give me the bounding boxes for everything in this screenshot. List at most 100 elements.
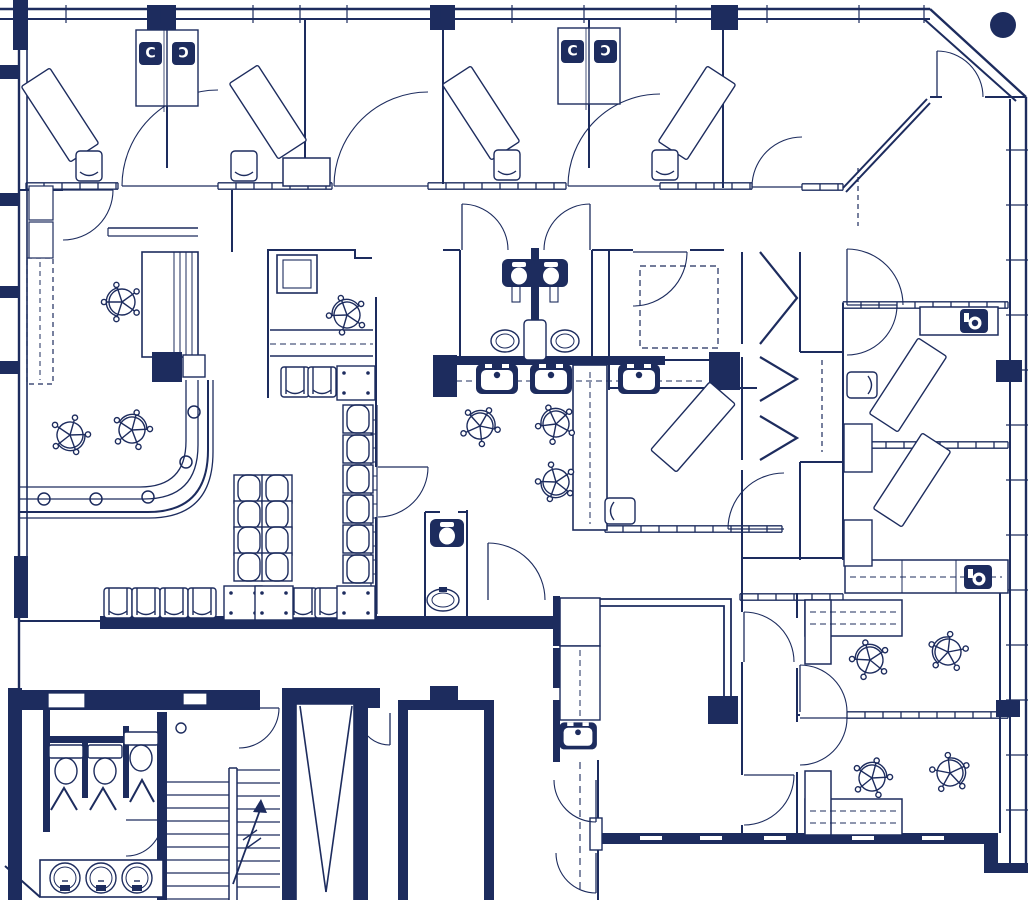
tank-toilet [123, 731, 159, 772]
panel-lines [173, 252, 193, 357]
stall-wall [49, 736, 129, 743]
window-dash [764, 836, 786, 840]
window-dash [922, 836, 944, 840]
door-corner-room-swing [936, 50, 984, 98]
screen-partition [600, 598, 732, 698]
door-restroom-swing [487, 542, 546, 601]
door-exam-swing [751, 136, 803, 188]
door-corridor-core [553, 779, 597, 823]
diagonal-wall [842, 98, 928, 189]
wall-fin [0, 286, 20, 298]
mech-wall [484, 700, 494, 900]
counter-sink [476, 364, 518, 394]
wall-fin [0, 65, 20, 79]
stacked-chair [233, 552, 265, 582]
desk-box [182, 354, 206, 378]
block [708, 696, 738, 724]
grommet [187, 405, 201, 419]
corner-table [336, 365, 376, 401]
mech-wall [398, 700, 408, 900]
door-office-swing [799, 717, 848, 766]
stall-door-vee [89, 786, 117, 811]
stacked-chair [261, 526, 293, 556]
door-elev-lobby-swing [357, 712, 391, 746]
stacked-chair [261, 552, 293, 582]
door-lab [727, 472, 785, 530]
round-sink [85, 862, 117, 894]
elevator-wall [354, 688, 368, 900]
corridor-counter [427, 182, 567, 190]
door-office-left-swing [62, 189, 114, 241]
physician-stool [230, 150, 258, 182]
stacked-chair [342, 554, 374, 584]
exam-table [650, 382, 736, 472]
workstation-panel [141, 251, 199, 358]
door-corridor-swing [743, 611, 795, 663]
wall-bottom-step [984, 863, 1028, 873]
reception-counter-outer [20, 380, 209, 513]
grommet [37, 492, 51, 506]
task-chair [928, 751, 970, 793]
stacked-chair [342, 464, 374, 494]
desk-dash [810, 810, 897, 824]
wall-hung-toilet [430, 519, 464, 547]
desk-return [804, 770, 832, 836]
door-corner-room [936, 50, 984, 98]
stacked-chair [233, 526, 265, 556]
round-sink [121, 862, 153, 894]
svg-text:C: C [178, 46, 188, 62]
column-block [711, 5, 738, 30]
corridor-counter-lines [801, 183, 844, 191]
jamb [549, 285, 559, 303]
exam-table [658, 66, 736, 160]
door-corridor-swing [743, 774, 795, 826]
cabinet [28, 221, 54, 259]
task-chair [853, 757, 894, 799]
door-storage [377, 466, 429, 518]
door-corridor [743, 774, 795, 826]
task-chair [100, 281, 140, 323]
hutch-dividers [901, 560, 957, 593]
stacked-chair [261, 474, 293, 504]
wall-chamfer-inner [923, 18, 1017, 102]
stair-treads-left [167, 781, 229, 900]
reception-counter-inner [20, 380, 187, 488]
layer-doors [62, 50, 984, 894]
countertop-appliance [960, 309, 988, 333]
corridor-wall [553, 700, 560, 762]
window-mullions-top [65, 5, 925, 23]
counter-alcove [282, 157, 331, 187]
door-toilet-swing [543, 203, 591, 251]
stall-wall [82, 740, 88, 798]
window-dash [852, 836, 874, 840]
counter-sink [559, 722, 597, 750]
window-dash [640, 836, 662, 840]
sofa [276, 254, 318, 294]
door-corridor-core-swing [555, 852, 597, 894]
door-stair [238, 707, 280, 749]
stall-door-vee [50, 786, 78, 811]
side-chair [307, 366, 337, 398]
corner-diagonal [4, 865, 41, 898]
door-toilet [461, 203, 509, 251]
wall-hung-toilet [534, 259, 568, 287]
wall-sink [490, 329, 520, 353]
wall-chamfer-outer [929, 8, 1027, 98]
closet-dashed [639, 265, 719, 349]
physician-stool [75, 150, 103, 182]
jamb [511, 285, 521, 303]
column-block [147, 5, 176, 30]
block [996, 360, 1022, 382]
round-column [990, 12, 1016, 38]
door-exam-swing [333, 91, 429, 187]
door-stub [589, 817, 603, 851]
sofa-cushion [282, 259, 312, 289]
elevator-vee [325, 705, 353, 893]
door-lab-swing [727, 472, 785, 530]
mech-wall [398, 700, 494, 710]
stacked-chair [342, 494, 374, 524]
stair-arrowhead [253, 799, 267, 813]
reception-counter-mid [20, 380, 199, 500]
door-storage-swing [377, 466, 429, 518]
